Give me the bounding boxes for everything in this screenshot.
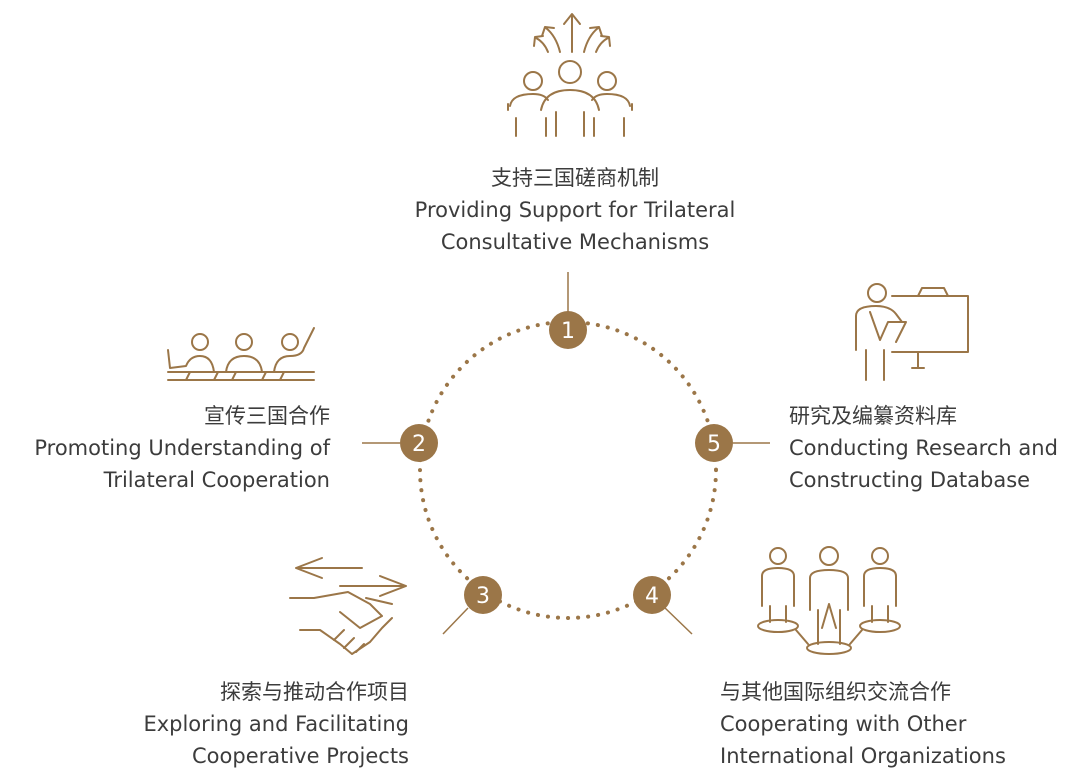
audience-raising-hands-icon: [167, 327, 315, 381]
node-4-title-en-line1: Cooperating with Other: [720, 712, 967, 736]
dotted-ring: [418, 320, 718, 620]
node-3-label: 探索与推动合作项目 Exploring and Facilitating Coo…: [143, 676, 409, 772]
node-1-title-en-line2: Consultative Mechanisms: [440, 230, 710, 254]
node-4-label: 与其他国际组织交流合作 Cooperating with Other Inter…: [720, 676, 1006, 772]
badge-4: 4: [633, 576, 671, 614]
badge-2-number: 2: [412, 432, 426, 457]
node-3-title-en-line2: Cooperative Projects: [192, 744, 409, 768]
node-4-title-en-line2: International Organizations: [720, 744, 1006, 768]
connector-3: [442, 607, 469, 635]
node-4-title-zh: 与其他国际组织交流合作: [720, 680, 951, 704]
network-people-icon: [757, 546, 901, 655]
presenter-board-icon: [855, 283, 969, 381]
badge-5: 5: [695, 424, 733, 462]
connector-4: [663, 606, 693, 635]
node-5-title-en-line1: Conducting Research and: [789, 436, 1058, 460]
node-5-label: 研究及编纂资料库 Conducting Research and Constru…: [789, 400, 1058, 496]
handshake-exchange-icon: [289, 557, 407, 655]
badge-3-number: 3: [476, 584, 490, 609]
node-5-title-en-line2: Constructing Database: [789, 468, 1031, 492]
people-growth-icon: [507, 13, 633, 137]
node-2-title-en-line2: Trilateral Cooperation: [103, 468, 330, 492]
node-2-label: 宣传三国合作 Promoting Understanding of Trilat…: [34, 400, 330, 496]
badge-2: 2: [400, 424, 438, 462]
node-1-label: 支持三国磋商机制 Providing Support for Trilatera…: [415, 162, 736, 258]
node-3-title-zh: 探索与推动合作项目: [220, 680, 409, 704]
badge-3: 3: [464, 576, 502, 614]
badge-4-number: 4: [645, 584, 659, 609]
badge-5-number: 5: [707, 432, 721, 457]
node-2-title-zh: 宣传三国合作: [204, 404, 330, 428]
node-2-title-en-line1: Promoting Understanding of: [34, 436, 330, 460]
badge-1-number: 1: [561, 319, 575, 344]
node-3-title-en-line1: Exploring and Facilitating: [143, 712, 409, 736]
node-1-title-zh: 支持三国磋商机制: [490, 166, 659, 190]
node-1-title-en-line1: Providing Support for Trilateral: [414, 198, 736, 222]
node-5-title-zh: 研究及编纂资料库: [789, 404, 957, 428]
badge-1: 1: [549, 311, 587, 349]
